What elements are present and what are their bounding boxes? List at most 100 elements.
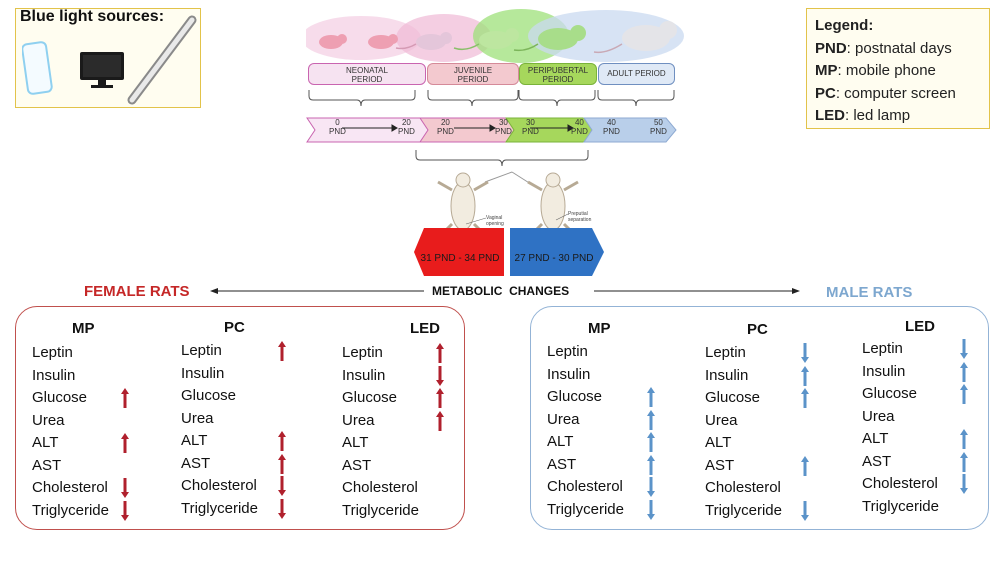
male-rats-panel [530, 306, 989, 530]
female-led-leptin-arrow-up-icon [436, 343, 444, 363]
male-window-badge [510, 228, 604, 276]
female-led-insulin-arrow-down-icon [436, 365, 444, 386]
male-led-cholesterol-arrow-down-icon [960, 474, 968, 494]
female-pc-urea: Urea [181, 409, 214, 427]
female-led-urea: Urea [342, 411, 375, 429]
male-mp-triglyceride: Triglyceride [547, 500, 624, 518]
juvenile-rat-icon [395, 32, 452, 50]
female-pc-alt: ALT [181, 432, 208, 449]
timeline-graphic [306, 90, 677, 167]
female-window-label: 31 PND - 34 PND [420, 253, 500, 264]
male-mp-triglyceride-arrow-down-icon [647, 499, 655, 520]
period-braces [308, 90, 675, 107]
timeline-segment-3 [583, 117, 677, 143]
male-window-label: 27 PND - 30 PND [514, 253, 594, 264]
female-led-insulin: Insulin [342, 366, 386, 384]
female-mp-leptin: Leptin [32, 344, 73, 361]
male-mp-cholesterol: Cholesterol [547, 478, 623, 495]
male-pc-insulin-arrow-up-icon [801, 365, 809, 386]
preputial-separation-label: Preputial separation [568, 211, 592, 223]
female-mp-cholesterol: Cholesterol [32, 479, 108, 496]
female-pc-triglyceride-arrow-down-icon [278, 498, 286, 519]
female-led-glucose-arrow-up-icon [436, 388, 444, 408]
female-pc-leptin: Leptin [181, 342, 222, 359]
computer-screen-icon [80, 52, 124, 88]
male-pc-cholesterol: Cholesterol [705, 479, 781, 496]
male-led-leptin-arrow-down-icon [960, 339, 968, 359]
female-led-triglyceride: Triglyceride [342, 501, 419, 519]
rat-anatomy-illustration [437, 171, 579, 238]
male-led-glucose-arrow-up-icon [960, 384, 968, 404]
female-rat-ventral-icon [437, 172, 489, 238]
male-mp-urea-arrow-up-icon [647, 409, 655, 430]
female-rats-title: FEMALE RATS [84, 283, 190, 300]
legend-box: Legend: PND: postnatal days MP: mobile p… [806, 8, 990, 129]
puberty-window-badges [414, 228, 604, 276]
female-mp-triglyceride: Triglyceride [32, 501, 109, 519]
male-rats-title: MALE RATS [826, 284, 913, 301]
peripubertal-rat-icon-2 [513, 25, 586, 52]
female-led-alt: ALT [342, 434, 369, 451]
female-pc-cholesterol-arrow-down-icon [278, 476, 286, 496]
male-mp-glucose-arrow-up-icon [647, 387, 655, 407]
male-pc-heading: PC [747, 321, 768, 338]
mobile-phone-icon [22, 41, 53, 95]
legend-item-pnd: PND: postnatal days [815, 39, 952, 57]
legend-item-led: LED: led lamp [815, 107, 911, 124]
male-mp-leptin: Leptin [547, 343, 588, 360]
male-led-ast-arrow-up-icon [960, 451, 968, 472]
peripubertal-rat-icon [453, 28, 519, 51]
female-led-cholesterol: Cholesterol [342, 479, 418, 496]
puberty-brace [415, 150, 589, 167]
neonatal-rat-icon-2 [368, 34, 398, 49]
male-led-insulin-arrow-up-icon [960, 361, 968, 382]
male-mp-ast-arrow-up-icon [647, 454, 655, 475]
male-mp-urea: Urea [547, 410, 580, 428]
male-pc-insulin: Insulin [705, 366, 749, 384]
female-mp-ast: AST [32, 456, 62, 474]
male-pc-triglyceride: Triglyceride [705, 501, 782, 519]
female-pc-insulin: Insulin [181, 364, 225, 382]
male-pc-triglyceride-arrow-down-icon [801, 500, 809, 521]
male-pc-glucose-arrow-up-icon [801, 388, 809, 408]
female-led-glucose: Glucose [342, 389, 398, 406]
male-mp-glucose: Glucose [547, 388, 603, 405]
neonatal-rat-icon [319, 34, 347, 49]
male-led-triglyceride: Triglyceride [862, 497, 939, 515]
male-led-urea: Urea [862, 407, 895, 425]
male-pc-ast-arrow-up-icon [801, 455, 809, 476]
female-pc-leptin-arrow-up-icon [278, 341, 286, 361]
female-rats-panel [15, 306, 465, 530]
male-mp-alt: ALT [547, 433, 574, 450]
female-led-heading: LED [410, 320, 440, 337]
female-mp-urea: Urea [32, 411, 65, 429]
male-led-cholesterol: Cholesterol [862, 475, 938, 492]
female-mp-heading: MP [72, 320, 95, 337]
period-adult: ADULT PERIOD [598, 63, 675, 85]
male-pc-leptin: Leptin [705, 344, 746, 361]
female-mp-glucose: Glucose [32, 389, 88, 406]
female-pc-glucose: Glucose [181, 387, 237, 404]
legend-title: Legend: [815, 17, 874, 34]
female-pc-ast: AST [181, 454, 211, 472]
male-led-leptin: Leptin [862, 340, 903, 357]
female-pc-triglyceride: Triglyceride [181, 499, 258, 517]
male-led-alt-arrow-up-icon [960, 429, 968, 449]
female-mp-cholesterol-arrow-down-icon [121, 478, 129, 498]
vaginal-opening-label: Vaginal opening [486, 215, 504, 227]
male-mp-alt-arrow-up-icon [647, 432, 655, 452]
male-mp-heading: MP [588, 320, 611, 337]
female-mp-insulin: Insulin [32, 366, 76, 384]
male-led-ast: AST [862, 452, 892, 470]
male-led-alt: ALT [862, 430, 889, 447]
male-mp-cholesterol-arrow-down-icon [647, 477, 655, 497]
male-pc-alt: ALT [705, 434, 732, 451]
female-led-leptin: Leptin [342, 344, 383, 361]
metabolic-changes-arrows [210, 288, 800, 294]
